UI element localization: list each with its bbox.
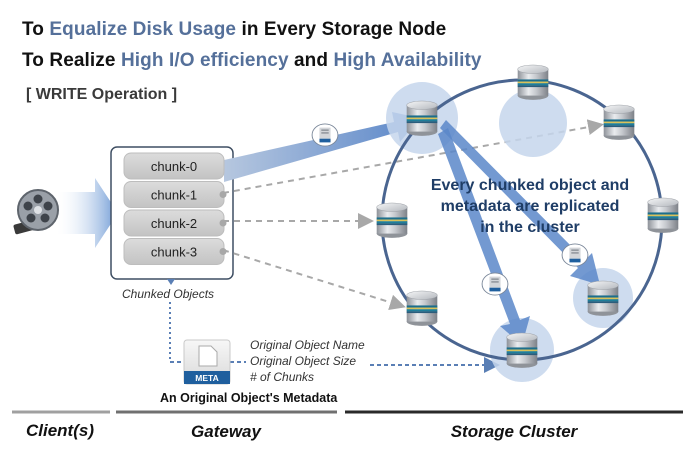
storage-node-icon <box>603 104 635 141</box>
cluster-description: metadata are replicated <box>441 198 620 215</box>
metadata-bubble-icon <box>561 243 589 267</box>
headline-text: To <box>22 19 50 40</box>
chunk-box <box>123 152 225 180</box>
operation-label: [ WRITE Operation ] <box>26 86 178 103</box>
metadata-field: Original Object Name <box>250 338 365 352</box>
headline-realize: To Realize High I/O efficiency and High … <box>22 50 482 72</box>
headline-highlight: Equalize Disk Usage <box>49 19 237 40</box>
chunk-label: chunk-3 <box>151 245 197 260</box>
replication-arrow <box>438 128 530 345</box>
headline-highlight: High I/O efficiency <box>120 50 289 71</box>
storage-node-icon <box>506 332 538 369</box>
metadata-bubble-icon <box>481 272 509 296</box>
replication-arrow <box>440 120 600 285</box>
meta-document-icon: META <box>183 339 231 385</box>
chunk-label: chunk-1 <box>151 188 197 203</box>
meta-badge: META <box>195 373 218 383</box>
metadata-field: # of Chunks <box>250 370 314 384</box>
footer-label-client: Client(s) <box>26 421 94 440</box>
headline-highlight: High Availability <box>333 50 482 71</box>
cluster-description: in the cluster <box>480 219 580 236</box>
chunk-3-dashed-arrow <box>222 249 406 311</box>
headline-text: in Every Storage Node <box>236 19 447 40</box>
highlight-halo <box>499 89 567 157</box>
chunk-0-write-arrow <box>224 112 420 182</box>
headline-text: To Realize <box>22 50 121 71</box>
chunk-item: chunk-2 <box>123 209 227 237</box>
film-reel-icon <box>13 178 118 248</box>
metadata-field: Original Object Size <box>250 354 356 368</box>
gateway-pointer <box>167 279 175 285</box>
storage-node-icon <box>587 280 619 317</box>
storage-node-icon <box>406 100 438 137</box>
chunk-label: chunk-2 <box>151 216 197 231</box>
storage-node-icon <box>406 290 438 327</box>
footer-label-storage-cluster: Storage Cluster <box>451 422 579 441</box>
headline-equalize: To Equalize Disk Usage in Every Storage … <box>22 19 446 41</box>
storage-node-icon <box>517 64 549 101</box>
storage-node-icon <box>647 197 679 234</box>
storage-node-icon <box>376 202 408 239</box>
chunk-item: chunk-0 <box>123 152 225 180</box>
metadata-bubble-icon <box>311 123 339 147</box>
chunk-label: chunk-0 <box>151 159 197 174</box>
metadata-caption: An Original Object's Metadata <box>160 391 338 405</box>
cluster-description: Every chunked object and <box>431 177 629 194</box>
chunk-item: chunk-3 <box>123 238 227 265</box>
chunked-objects-caption: Chunked Objects <box>122 287 214 301</box>
footer-label-gateway: Gateway <box>191 422 262 441</box>
headline-text: and <box>288 50 334 71</box>
chunk-item: chunk-1 <box>123 181 227 208</box>
